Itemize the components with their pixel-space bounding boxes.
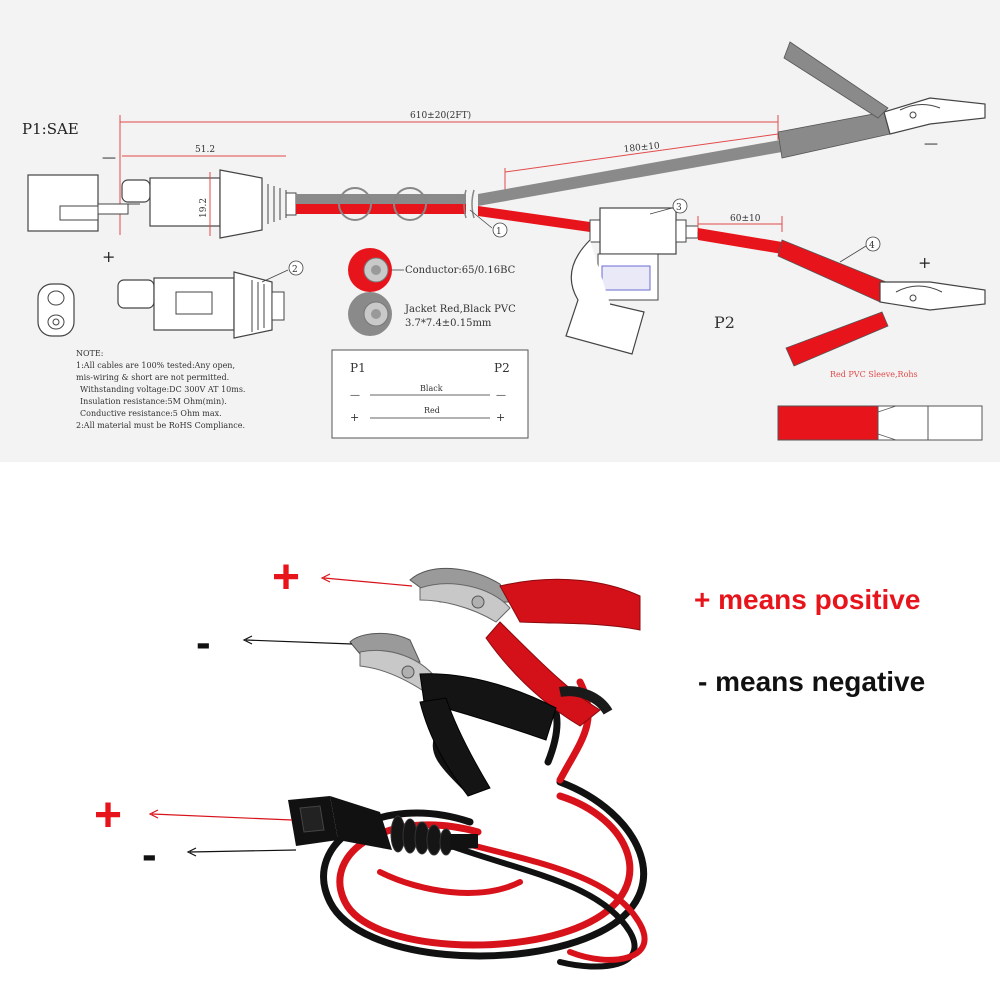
legend-positive: + means positive bbox=[694, 584, 921, 615]
dimension-total: 610±20(2FT) bbox=[119, 110, 779, 235]
dimension-split-text: 180±10 bbox=[623, 141, 660, 155]
note-line: Insulation resistance:5M Ohm(min). bbox=[80, 397, 227, 406]
wiring-p2: P2 bbox=[494, 361, 510, 375]
wiring-minus-left: — bbox=[350, 390, 360, 401]
callout-3: 3 bbox=[649, 198, 688, 215]
note-line: Withstanding voltage:DC 300V AT 10ms. bbox=[80, 385, 245, 394]
red-positive-clamp bbox=[409, 567, 641, 727]
connector-negative-symbol: - bbox=[142, 830, 157, 879]
note-line: 2:All material must be RoHS Compliance. bbox=[76, 421, 245, 430]
negative-alligator-clip bbox=[783, 41, 986, 135]
technical-drawing: P1:SAE 610±20(2FT) 51.2 19.2 — bbox=[22, 41, 986, 441]
plug-plus-mark: + bbox=[102, 247, 115, 266]
positive-alligator-clip bbox=[785, 281, 986, 367]
dimension-plug: 51.2 19.2 bbox=[122, 145, 286, 236]
dimension-fuse: 60±10 bbox=[697, 214, 783, 232]
product-photo-panel: + - + - + means positive - means negativ… bbox=[0, 462, 1000, 1000]
wiring-plus-left: + bbox=[350, 411, 359, 424]
note-line: 1:All cables are 100% tested:Any open, bbox=[76, 361, 235, 370]
dimension-total-text: 610±20(2FT) bbox=[410, 110, 471, 121]
p2-label: P2 bbox=[714, 313, 735, 332]
conductor-cross-section: Conductor:65/0.16BC bbox=[348, 248, 516, 292]
positive-branch-wire bbox=[478, 206, 590, 232]
note-line: mis-wiring & short are not permitted. bbox=[76, 373, 229, 382]
plug-minus-mark: — bbox=[102, 150, 116, 166]
svg-text:3: 3 bbox=[676, 203, 682, 213]
wiring-red-label: Red bbox=[424, 406, 440, 415]
clamp-negative-symbol: - bbox=[196, 618, 211, 667]
dimension-plug-text: 51.2 bbox=[195, 145, 215, 155]
sae-connector bbox=[288, 796, 478, 856]
wiring-plus-right: + bbox=[496, 411, 505, 424]
conductor-text: Conductor:65/0.16BC bbox=[405, 265, 516, 276]
wiring-minus-right: — bbox=[496, 390, 506, 401]
arrows bbox=[148, 573, 413, 857]
wiring-black-label: Black bbox=[420, 384, 443, 393]
technical-drawing-panel: P1:SAE 610±20(2FT) 51.2 19.2 — bbox=[0, 0, 1000, 462]
jacket-text-1: Jacket Red,Black PVC bbox=[404, 304, 516, 315]
clamp-positive-symbol: + bbox=[272, 551, 301, 604]
sae-side-view bbox=[117, 271, 285, 339]
dimension-split: 180±10 bbox=[504, 133, 779, 195]
sae-front-view bbox=[37, 283, 75, 337]
dimension-fuse-text: 60±10 bbox=[730, 214, 761, 224]
svg-text:4: 4 bbox=[869, 241, 875, 251]
connector-positive-symbol: + bbox=[94, 789, 123, 842]
sae-plug bbox=[121, 169, 297, 239]
svg-text:2: 2 bbox=[292, 265, 298, 275]
callout-2: 2 bbox=[261, 260, 304, 283]
legend-negative: - means negative bbox=[698, 666, 926, 697]
jacket-cross-section: Jacket Red,Black PVC 3.7*7.4±0.15mm bbox=[348, 292, 516, 336]
callout-4: 4 bbox=[839, 236, 881, 263]
svg-text:1: 1 bbox=[496, 227, 502, 237]
main-cable bbox=[296, 187, 466, 221]
clip-minus-mark: — bbox=[924, 136, 938, 152]
notes-block: NOTE: 1:All cables are 100% tested:Any o… bbox=[76, 349, 245, 430]
fuse-holder bbox=[565, 207, 699, 355]
negative-branch-wire bbox=[478, 111, 891, 206]
black-negative-clamp bbox=[349, 632, 557, 797]
wiring-p1: P1 bbox=[350, 361, 366, 375]
note-line: Conductive resistance:5 Ohm max. bbox=[80, 409, 222, 418]
clip-plus-mark: + bbox=[918, 253, 931, 272]
wiring-table: P1 P2 Black — — Red + + bbox=[331, 349, 529, 439]
p1-sae-label: P1:SAE bbox=[22, 120, 79, 138]
positive-wire-sleeve bbox=[698, 228, 887, 303]
jacket-text-2: 3.7*7.4±0.15mm bbox=[405, 318, 492, 329]
sleeve-label: Red PVC Sleeve,Rohs bbox=[830, 370, 918, 379]
product-photo bbox=[148, 567, 648, 970]
dimension-height-text: 19.2 bbox=[199, 198, 209, 218]
callout-1: 1 bbox=[469, 209, 508, 238]
sleeve-swatch bbox=[777, 405, 983, 441]
note-line: NOTE: bbox=[76, 349, 103, 358]
sae-socket-housing bbox=[27, 174, 140, 232]
